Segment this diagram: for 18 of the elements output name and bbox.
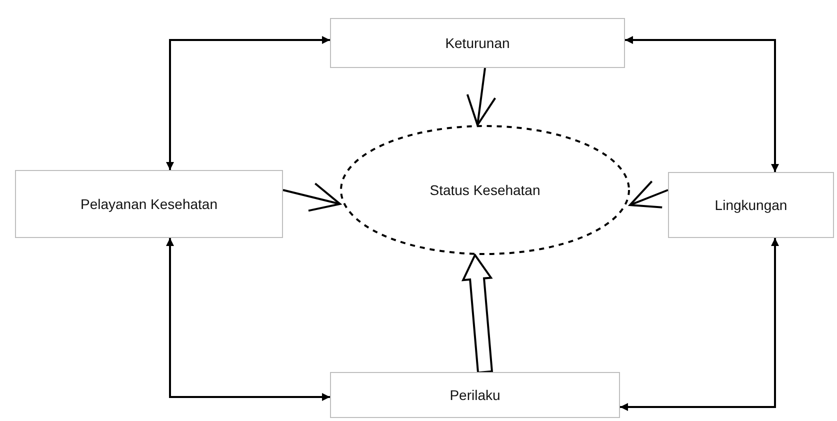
node-label: Pelayanan Kesehatan	[80, 194, 218, 214]
arrow	[166, 36, 330, 170]
block-arrow	[461, 253, 494, 374]
arrow	[625, 36, 779, 172]
node-label: Perilaku	[450, 386, 500, 404]
arrow	[620, 238, 779, 411]
node-label: Lingkungan	[714, 196, 788, 215]
node-label: Status Kesehatan	[430, 180, 540, 200]
arrow	[282, 182, 341, 212]
factor-box	[668, 172, 834, 238]
status-ellipse	[340, 125, 630, 255]
factor-box	[15, 170, 283, 238]
node-label: Keturunan	[445, 34, 510, 52]
arrow	[629, 180, 668, 208]
factor-box	[330, 18, 625, 68]
arrow	[166, 238, 330, 401]
arrow	[466, 68, 496, 126]
factor-box	[330, 372, 620, 418]
